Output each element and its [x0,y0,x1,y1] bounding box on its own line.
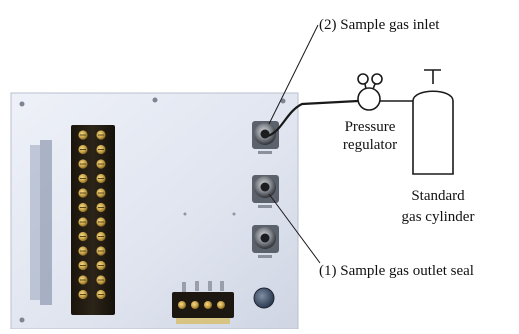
label-pressure-regulator-line1: Pressure [328,118,412,136]
gas-cylinder-symbol [413,70,453,174]
label-pressure-regulator: Pressure regulator [328,118,412,154]
label-standard-gas-cylinder-line1: Standard [383,187,493,205]
label-standard-gas-cylinder-line2: gas cylinder [383,208,493,226]
terminal-block [30,125,115,315]
label-sample-gas-inlet: (2) Sample gas inlet [319,16,439,34]
pressure-regulator-symbol [358,74,382,110]
label-pressure-regulator-line2: regulator [328,136,412,154]
panel-knob [254,288,274,308]
label-sample-gas-outlet-seal: (1) Sample gas outlet seal [319,262,474,280]
label-standard-gas-cylinder: Standard gas cylinder [383,187,493,226]
